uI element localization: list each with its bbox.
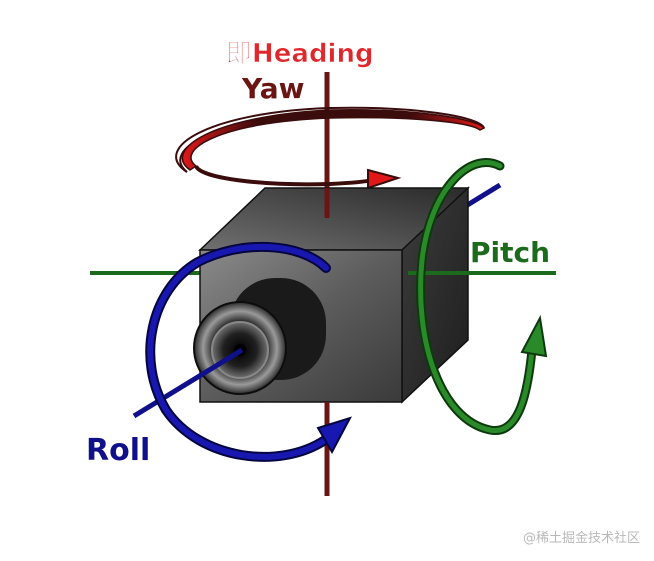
pitch-label: Pitch	[470, 236, 550, 269]
yaw-rotation-arrow	[175, 106, 486, 190]
roll-rotation-arrow	[145, 241, 353, 462]
roll-label: Roll	[86, 433, 150, 468]
yaw-label: Yaw	[241, 72, 304, 105]
pitch-rotation-arrow	[416, 158, 548, 435]
roll-axis-front	[132, 347, 244, 419]
camera-block	[193, 186, 470, 404]
heading-label: 即Heading	[226, 39, 374, 69]
watermark: @稀土掘金技术社区	[522, 531, 640, 546]
